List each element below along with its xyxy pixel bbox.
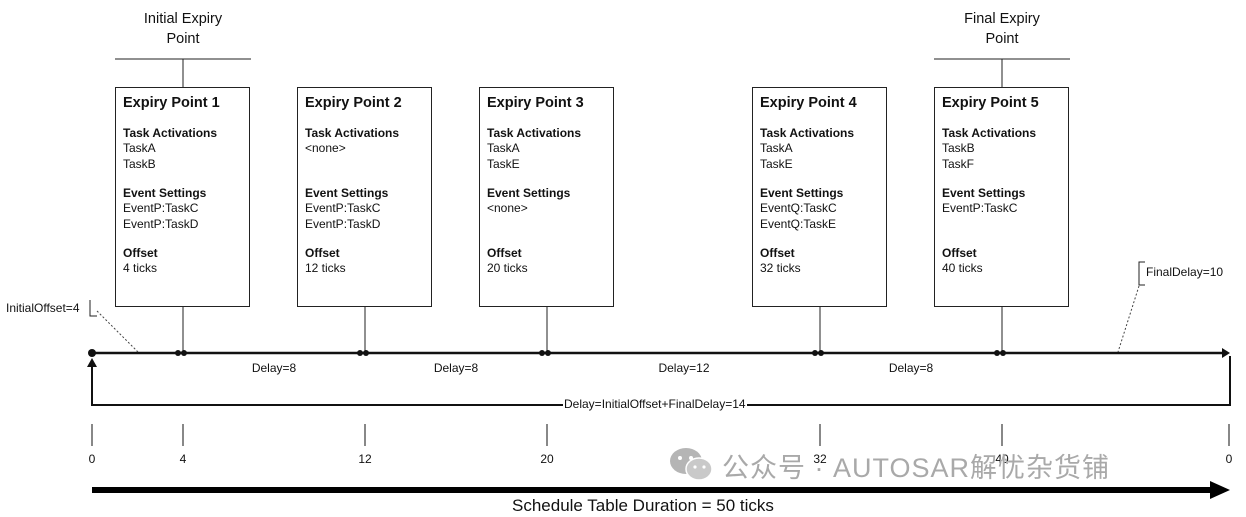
expiry-markers xyxy=(175,350,1006,356)
offset-value: 40 ticks xyxy=(942,261,983,275)
wrap-loop-arrowhead xyxy=(87,358,97,367)
delay-label-1: Delay=8 xyxy=(251,361,297,375)
final-delay-leader xyxy=(1117,285,1140,353)
initial-offset-leader xyxy=(96,310,139,353)
offset-value: 32 ticks xyxy=(760,261,801,275)
expiry-point-box-2: Expiry Point 2 Task Activations <none> E… xyxy=(297,87,432,307)
offset-value: 12 ticks xyxy=(305,261,346,275)
offset-heading: Offset xyxy=(487,246,522,260)
delay-label-4: Delay=8 xyxy=(888,361,934,375)
final-expiry-point-label: Final Expiry Point xyxy=(932,9,1072,49)
task-item: TaskB xyxy=(123,156,156,171)
task-item: TaskA xyxy=(487,141,520,155)
task-item: <none> xyxy=(305,141,346,155)
task-item: TaskA xyxy=(760,141,793,155)
watermark-text: 公众号 · AUTOSAR解忧杂货铺 xyxy=(722,453,1111,483)
task-activations-heading: Task Activations xyxy=(760,126,855,140)
initial-label-line1: Initial Expiry xyxy=(143,11,223,27)
delay-label-2: Delay=8 xyxy=(433,361,479,375)
event-item: EventQ:TaskC xyxy=(760,201,837,215)
offset-heading: Offset xyxy=(305,246,340,260)
final-delay-label: FinalDelay=10 xyxy=(1146,265,1224,279)
expiry-point-title: Expiry Point 3 xyxy=(487,95,584,111)
tick-label-20: 20 xyxy=(540,452,554,466)
initial-offset-label: InitialOffset=4 xyxy=(6,301,80,315)
initial-offset-bracket xyxy=(89,300,97,317)
task-activations-heading: Task Activations xyxy=(305,126,400,140)
event-settings-heading: Event Settings xyxy=(942,186,1026,200)
timeline-arrowhead xyxy=(1222,348,1230,358)
tick-label-40: 40 xyxy=(995,452,1009,466)
duration-arrowhead xyxy=(1210,481,1230,499)
offset-heading: Offset xyxy=(942,246,977,260)
event-item: EventQ:TaskE xyxy=(760,216,837,231)
offset-value: 4 ticks xyxy=(123,261,158,275)
expiry-point-box-4: Expiry Point 4 Task Activations TaskA Ta… xyxy=(752,87,887,307)
event-item: EventP:TaskD xyxy=(123,216,199,231)
expiry-point-title: Expiry Point 2 xyxy=(305,95,402,111)
task-item: TaskE xyxy=(487,156,520,171)
offset-heading: Offset xyxy=(760,246,795,260)
event-item: EventP:TaskC xyxy=(942,201,1018,215)
task-activations-heading: Task Activations xyxy=(942,126,1037,140)
final-label-line2: Point xyxy=(985,31,1019,47)
expiry-point-box-3: Expiry Point 3 Task Activations TaskA Ta… xyxy=(479,87,614,307)
expiry-point-box-5: Expiry Point 5 Task Activations TaskB Ta… xyxy=(934,87,1069,307)
event-item: <none> xyxy=(487,201,528,215)
task-activations-heading: Task Activations xyxy=(123,126,218,140)
offset-heading: Offset xyxy=(123,246,158,260)
event-settings-heading: Event Settings xyxy=(123,186,207,200)
task-activations-heading: Task Activations xyxy=(487,126,582,140)
delay-label-3: Delay=12 xyxy=(658,361,710,375)
final-delay-bracket xyxy=(1138,261,1145,286)
task-item: TaskB xyxy=(942,141,975,155)
event-item: EventP:TaskC xyxy=(123,201,199,215)
timeline-start-dot xyxy=(88,349,96,357)
task-item: TaskF xyxy=(942,156,975,171)
event-settings-heading: Event Settings xyxy=(305,186,389,200)
tick-marks xyxy=(91,424,1230,446)
task-item: TaskE xyxy=(760,156,793,171)
task-item: TaskA xyxy=(123,141,156,155)
event-settings-heading: Event Settings xyxy=(760,186,844,200)
wrap-delay-label: Delay=InitialOffset+FinalDelay=14 xyxy=(563,397,747,411)
offset-value: 20 ticks xyxy=(487,261,528,275)
wechat-icon xyxy=(670,448,713,481)
expiry-point-title: Expiry Point 1 xyxy=(123,95,220,111)
initial-expiry-point-label: Initial Expiry Point xyxy=(113,9,253,49)
final-label-line1: Final Expiry xyxy=(964,11,1040,27)
tick-label-0: 0 xyxy=(88,452,96,466)
expiry-point-box-1: Expiry Point 1 Task Activations TaskA Ta… xyxy=(115,87,250,307)
expiry-point-title: Expiry Point 5 xyxy=(942,95,1039,111)
initial-label-line2: Point xyxy=(166,31,200,47)
tick-label-12: 12 xyxy=(358,452,372,466)
expiry-point-title: Expiry Point 4 xyxy=(760,95,857,111)
event-item: EventP:TaskC xyxy=(305,201,381,215)
schedule-duration-label: Schedule Table Duration = 50 ticks xyxy=(512,496,774,515)
tick-label-0-end: 0 xyxy=(1225,452,1233,466)
event-item: EventP:TaskD xyxy=(305,216,381,231)
tick-label-32: 32 xyxy=(813,452,827,466)
tick-label-4: 4 xyxy=(179,452,187,466)
event-settings-heading: Event Settings xyxy=(487,186,571,200)
